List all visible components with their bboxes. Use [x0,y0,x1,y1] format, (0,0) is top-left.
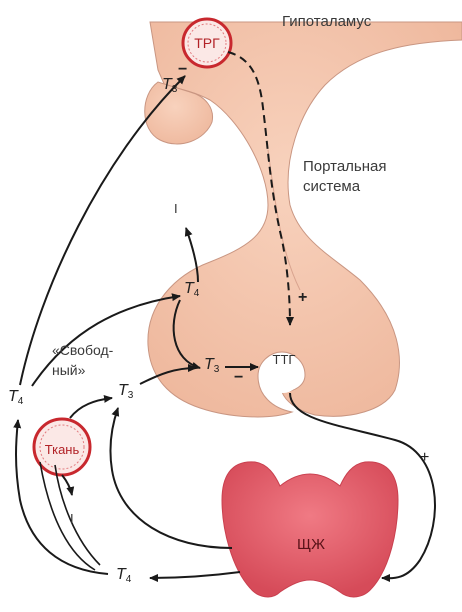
t4-bottom: T4 [116,566,131,588]
t3-pituitary: T3 [204,356,219,378]
thyroid-gland-shape [222,462,398,597]
free-label-line2: ный» [52,362,85,379]
trh-label: ТРГ [185,35,229,52]
portal-system-label-line2: система [303,178,360,195]
t3-hypothalamus: T3 [162,76,177,98]
arrow-thyroid-to-t4 [150,572,240,578]
arrow-tissue-degradation [62,475,72,495]
free-label-line1: «Свобод- [52,342,113,359]
hypothalamus-label: Гипоталамус [282,13,371,30]
degradation-mark-top: I [174,202,178,216]
minus-sign-tsh: − [234,370,243,386]
arrow-thyroid-to-t3 [110,408,232,548]
arrow-tissue-to-t3 [70,398,112,418]
plus-sign-thyroid: + [420,450,429,466]
t4-left: T4 [8,388,23,410]
degradation-mark-bottom: I [70,512,74,526]
t3-free: T3 [118,382,133,404]
plus-sign-trh: + [298,290,307,306]
tissue-label: Ткань [36,441,88,458]
portal-system-label-line1: Портальная [303,158,387,175]
minus-sign-hypothalamus: − [178,62,187,78]
thyroid-label: ЩЖ [290,536,332,553]
tsh-label: ТТГ [262,351,306,368]
t4-pituitary: T4 [184,280,199,302]
